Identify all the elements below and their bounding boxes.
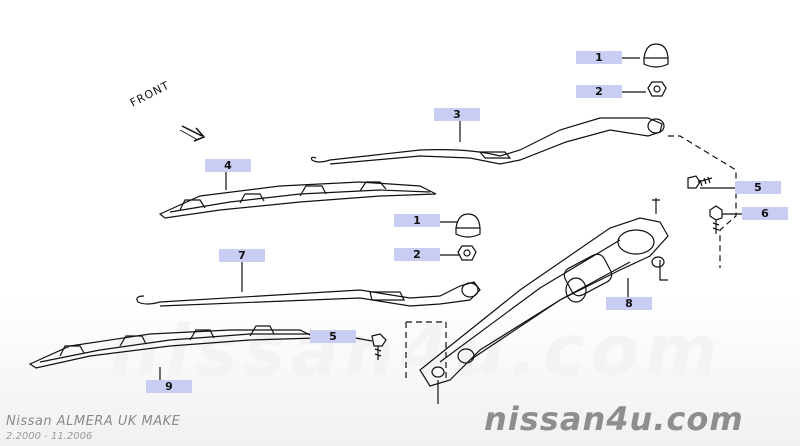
callout-9: 9 [146,380,192,393]
callout-5-lower: 5 [310,330,356,343]
callout-3: 3 [434,108,480,121]
callout-2-top: 2 [576,85,622,98]
callout-6: 6 [742,207,788,220]
watermark-text: nissan4u.com [110,310,724,392]
callout-2-mid: 2 [394,248,440,261]
site-logo-text: nissan4u.com [484,400,744,438]
model-title: Nissan ALMERA UK MAKE [6,414,181,429]
callout-4: 4 [205,159,251,172]
production-dates: 2.2000 - 11.2006 [6,431,93,442]
callout-5-right: 5 [735,181,781,194]
callout-1-top: 1 [576,51,622,64]
callout-7: 7 [219,249,265,262]
callout-8: 8 [606,297,652,310]
callout-1-mid: 1 [394,214,440,227]
